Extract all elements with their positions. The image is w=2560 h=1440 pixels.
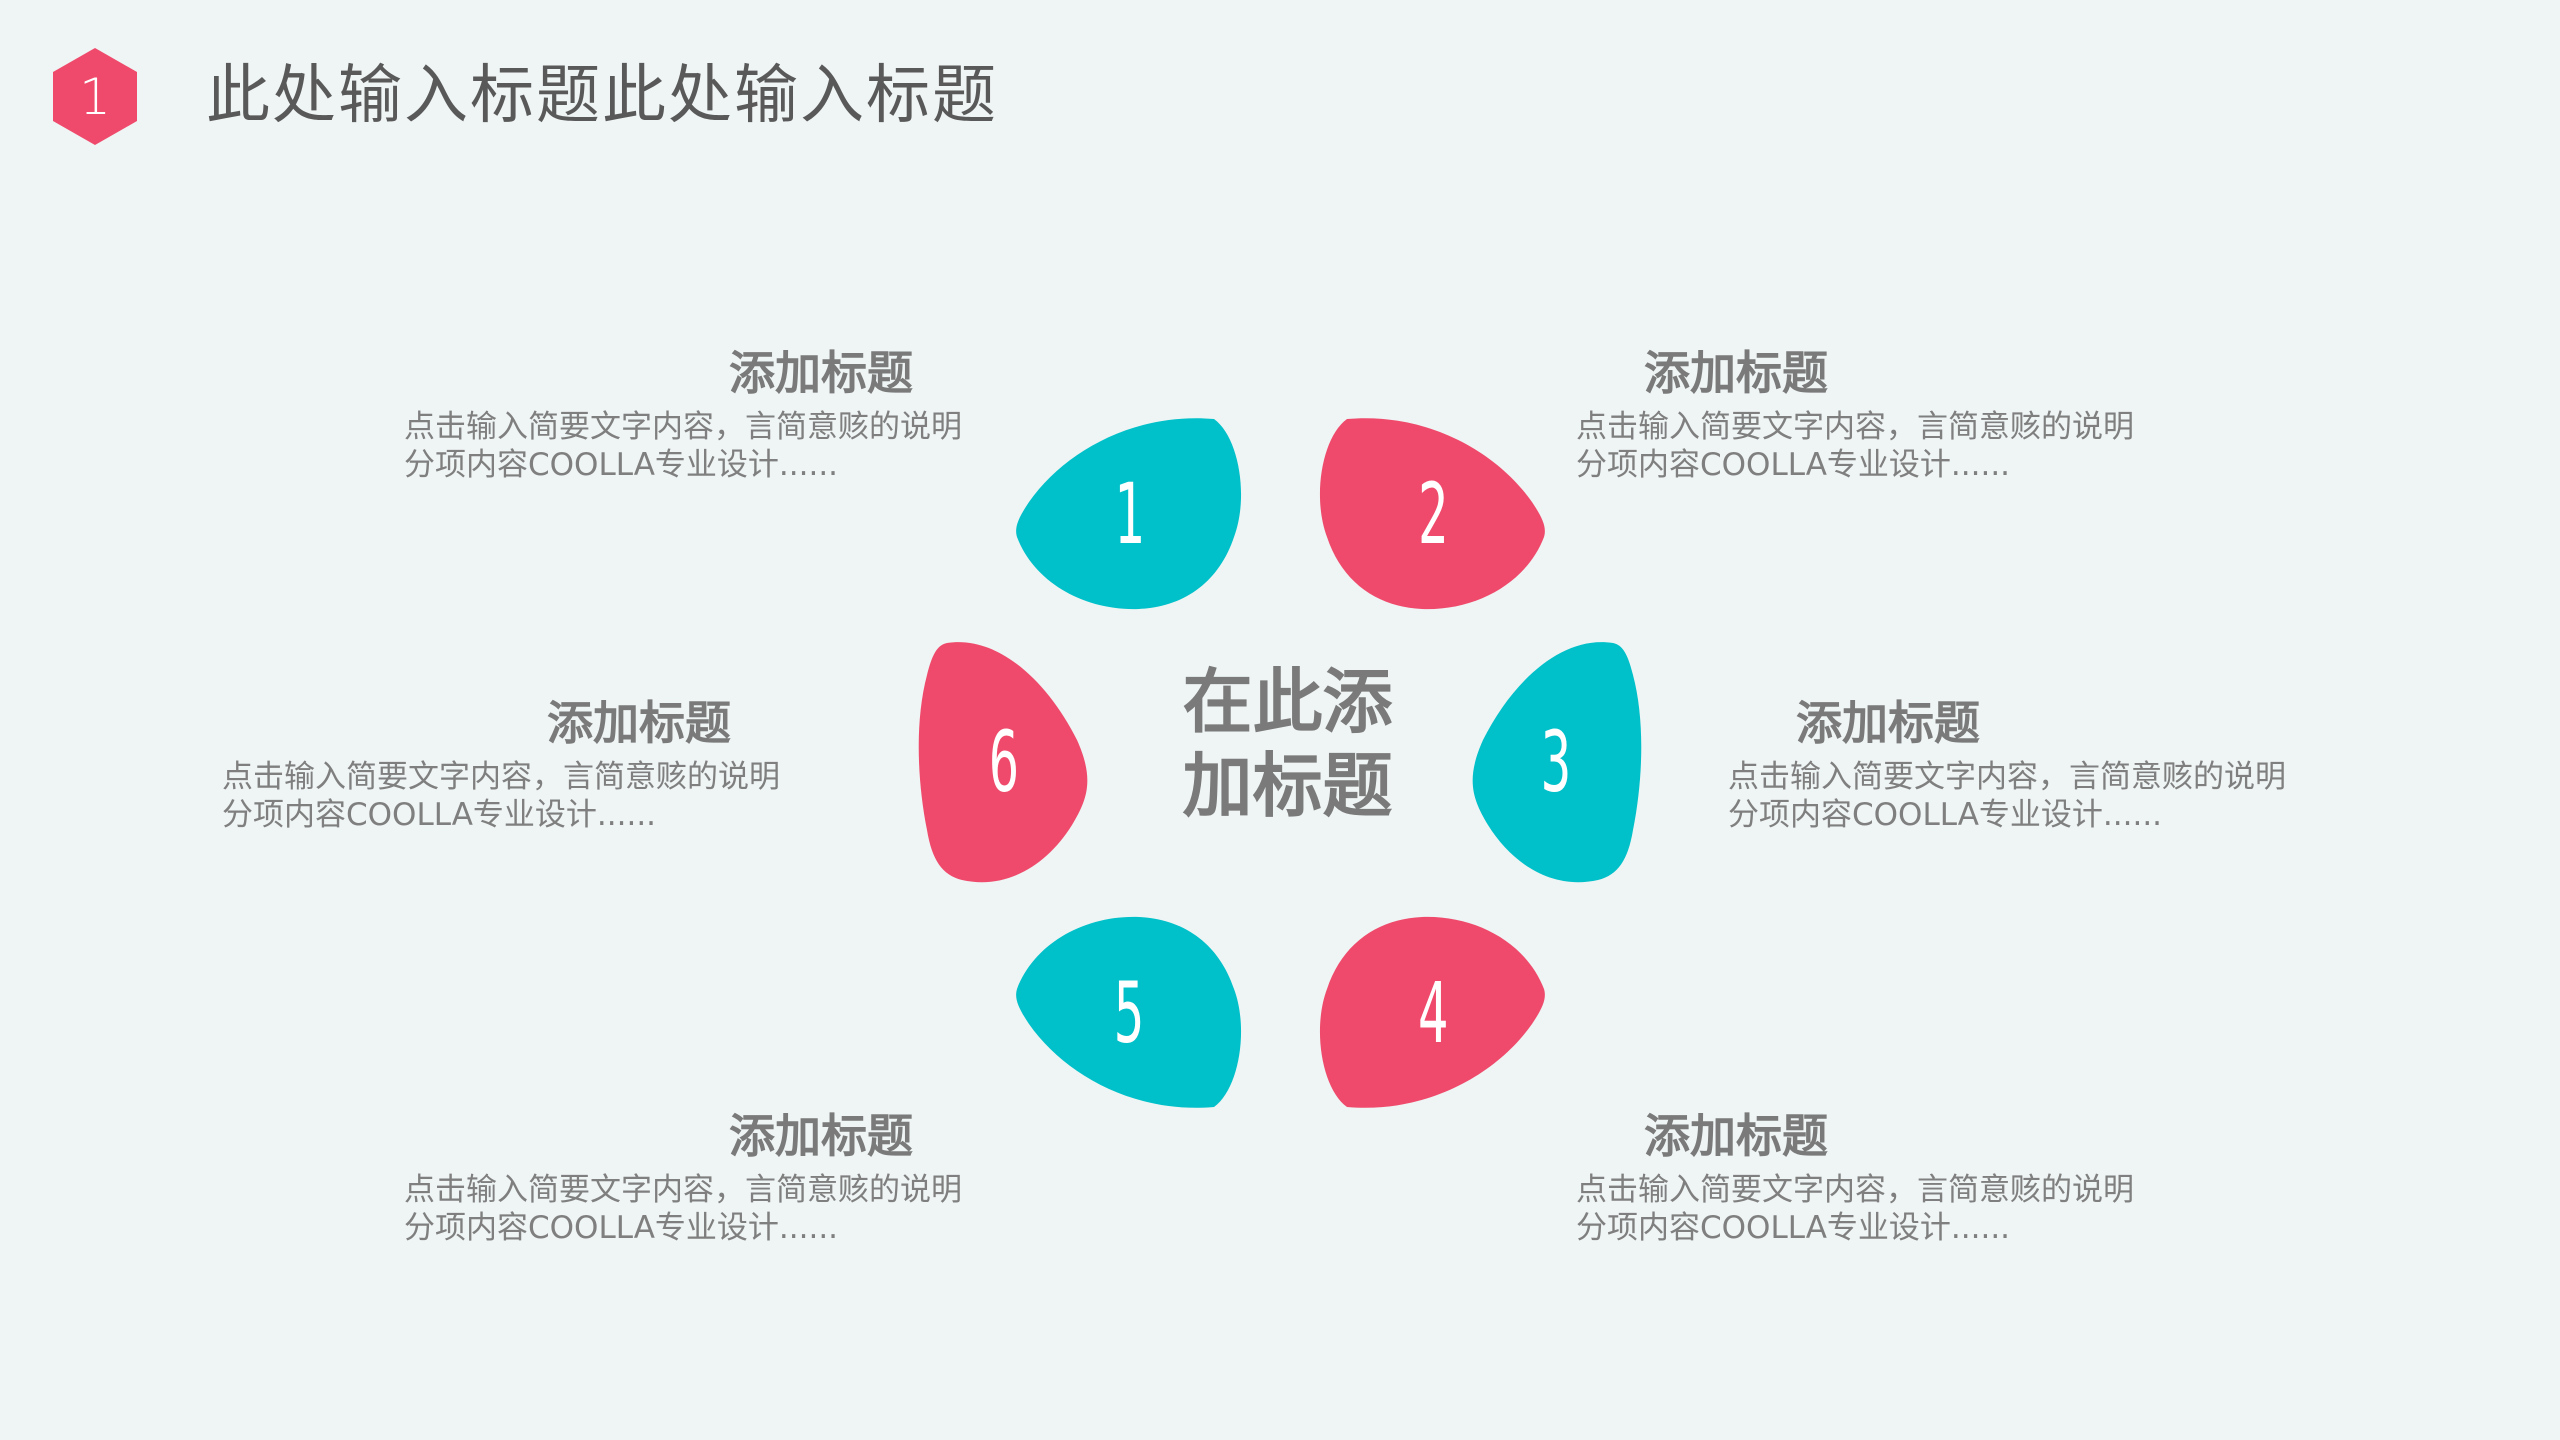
petal-2[interactable]: 2 xyxy=(1319,417,1547,610)
petal-number: 6 xyxy=(988,713,1020,811)
section-number-badge: 1 xyxy=(53,48,137,145)
petal-1[interactable]: 1 xyxy=(1014,417,1244,610)
page-title[interactable]: 此处输入标题此处输入标题 xyxy=(206,59,998,133)
item-desc-line1: 点击输入简要文字内容，言简意赅的说明 xyxy=(1576,409,2134,445)
item-desc-line1: 点击输入简要文字内容，言简意赅的说明 xyxy=(404,1172,962,1208)
petal-number: 4 xyxy=(1417,963,1449,1062)
petal-shape-icon xyxy=(1016,916,1242,1108)
hexagon-icon xyxy=(53,48,137,145)
center-title-line2: 加标题 xyxy=(1182,745,1393,827)
petal-6[interactable]: 6 xyxy=(917,640,1091,884)
item-desc-line2: 分项内容COOLLA专业设计...... xyxy=(1576,447,2011,483)
petal-shape-icon xyxy=(918,642,1088,883)
item-title: 添加标题 xyxy=(1796,696,1980,750)
petal-number: 1 xyxy=(1113,464,1145,563)
petal-3[interactable]: 3 xyxy=(1469,640,1643,884)
petal-shape-icon xyxy=(1472,642,1642,883)
item-title: 添加标题 xyxy=(1644,346,1828,400)
item-desc-line1: 点击输入简要文字内容，言简意赅的说明 xyxy=(1728,759,2286,795)
center-title-line1: 在此添 xyxy=(1182,661,1393,743)
item-title: 添加标题 xyxy=(547,696,731,750)
item-title: 添加标题 xyxy=(1644,1109,1828,1163)
item-desc-line2: 分项内容COOLLA专业设计...... xyxy=(404,1210,839,1246)
petal-shape-icon xyxy=(1319,418,1545,610)
item-title: 添加标题 xyxy=(729,346,913,400)
item-desc-line2: 分项内容COOLLA专业设计...... xyxy=(1576,1210,2011,1246)
petal-number: 3 xyxy=(1540,713,1572,811)
center-title[interactable]: 在此添 加标题 xyxy=(1160,660,1415,828)
item-desc-line1: 点击输入简要文字内容，言简意赅的说明 xyxy=(222,759,780,795)
petal-5[interactable]: 5 xyxy=(1014,916,1244,1109)
item-title: 添加标题 xyxy=(729,1109,913,1163)
petal-number: 2 xyxy=(1417,464,1449,563)
section-number: 1 xyxy=(79,67,111,126)
item-desc-line2: 分项内容COOLLA专业设计...... xyxy=(222,797,657,833)
petal-4[interactable]: 4 xyxy=(1319,916,1547,1109)
item-desc-line1: 点击输入简要文字内容，言简意赅的说明 xyxy=(1576,1172,2134,1208)
item-desc-line1: 点击输入简要文字内容，言简意赅的说明 xyxy=(404,409,962,445)
petal-shape-icon xyxy=(1319,916,1545,1108)
petal-shape-icon xyxy=(1016,418,1242,610)
item-desc-line2: 分项内容COOLLA专业设计...... xyxy=(1728,797,2163,833)
petal-number: 5 xyxy=(1113,963,1145,1062)
item-desc-line2: 分项内容COOLLA专业设计...... xyxy=(404,447,839,483)
